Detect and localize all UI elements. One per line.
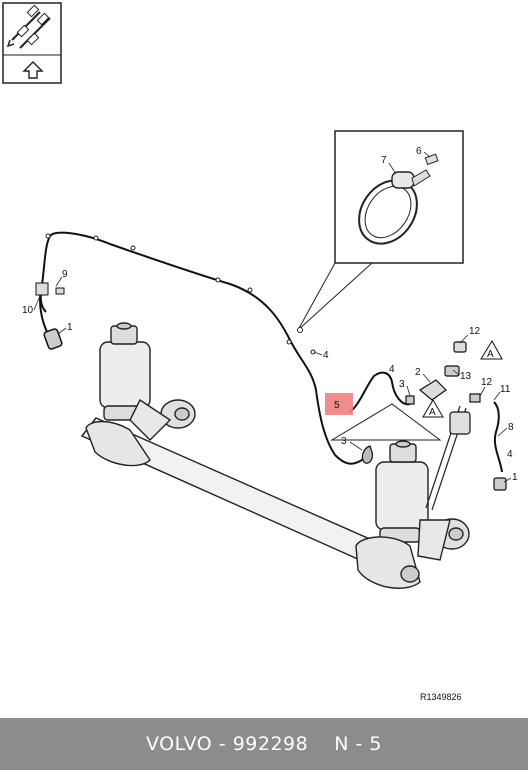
callout-5: 5 bbox=[334, 400, 340, 411]
rear-axle-assembly bbox=[80, 322, 470, 589]
right-components bbox=[361, 341, 507, 491]
callout-13: 13 bbox=[460, 371, 472, 382]
callout-2: 2 bbox=[415, 367, 421, 378]
section-marker-a-1: A bbox=[480, 340, 503, 360]
callout-4-main: 4 bbox=[323, 350, 329, 361]
part-info-banner: VOLVO - 992298 N - 5 bbox=[0, 718, 528, 770]
callout-8: 8 bbox=[508, 422, 514, 433]
callout-12-upper: 12 bbox=[469, 326, 481, 337]
separator: - bbox=[218, 733, 227, 755]
section-marker-a-2: A bbox=[422, 399, 444, 418]
callout-4-right: 4 bbox=[507, 449, 513, 460]
harness-clips bbox=[45, 233, 316, 355]
callout-6: 6 bbox=[416, 146, 422, 157]
sensor-connector-left bbox=[35, 282, 65, 350]
front-direction-arrow-icon bbox=[2, 2, 62, 84]
callout-4-mid: 4 bbox=[389, 364, 395, 375]
svg-text:A: A bbox=[487, 349, 494, 360]
part-number: 992298 bbox=[232, 733, 309, 755]
callout-9: 9 bbox=[62, 269, 68, 280]
clip-part-7 bbox=[358, 169, 431, 245]
brand-name: VOLVO bbox=[146, 733, 213, 755]
callout-7: 7 bbox=[381, 155, 387, 166]
highlight-box bbox=[325, 393, 353, 415]
callout-1-right: 1 bbox=[512, 472, 518, 483]
callout-1-left: 1 bbox=[67, 322, 73, 333]
screw-part-6 bbox=[424, 153, 439, 166]
callout-10: 10 bbox=[22, 305, 34, 316]
diagram-reference-code: R1349826 bbox=[420, 692, 462, 702]
parts-diagram: 6 7 bbox=[2, 2, 518, 702]
callout-12-lower: 12 bbox=[481, 377, 493, 388]
position-code: N - 5 bbox=[334, 733, 382, 755]
callout-3-upper: 3 bbox=[399, 379, 405, 390]
callout-11: 11 bbox=[500, 384, 511, 395]
svg-text:A: A bbox=[429, 407, 436, 418]
bracket-outline bbox=[330, 403, 442, 441]
detail-inset: 6 7 bbox=[297, 130, 464, 331]
highlight-part-5 bbox=[325, 393, 353, 415]
callout-3-lower: 3 bbox=[341, 436, 347, 447]
